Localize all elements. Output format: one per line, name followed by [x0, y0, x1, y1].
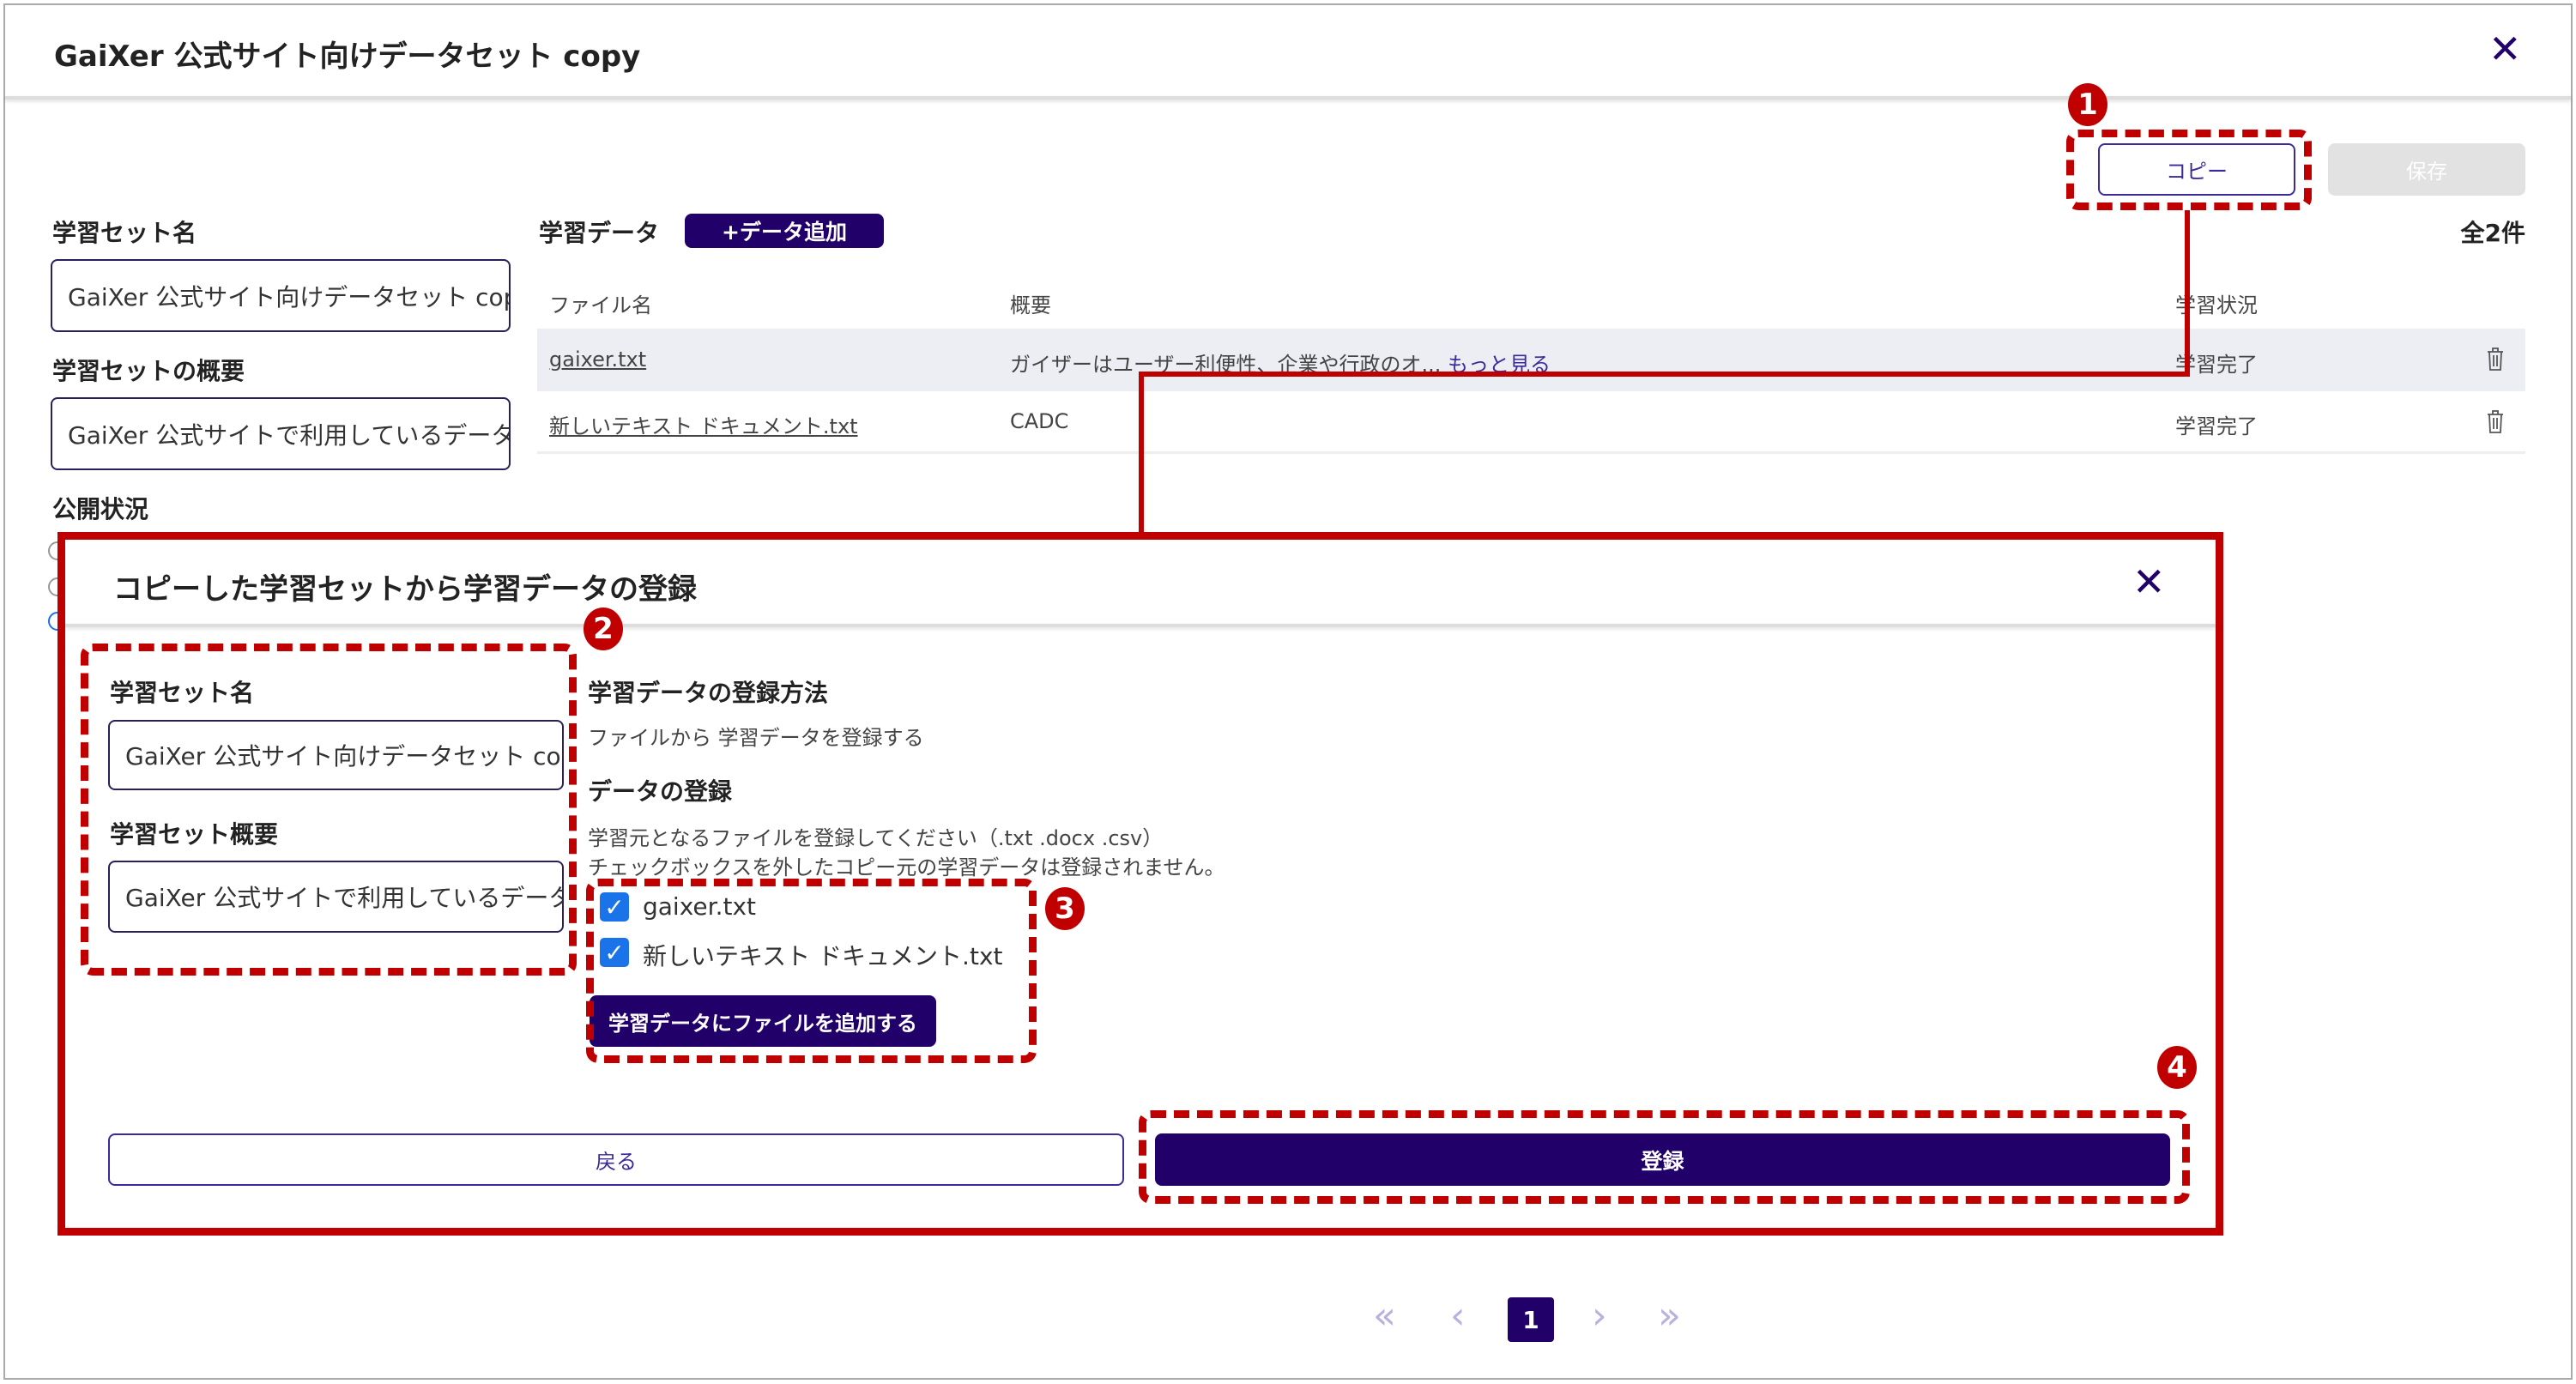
modal-header-divider: [65, 624, 2216, 627]
trash-icon[interactable]: [2486, 346, 2505, 372]
dialog-title: GaiXer 公式サイト向けデータセット copy: [54, 39, 641, 74]
annotation-badge-2: 2: [584, 607, 623, 650]
close-icon[interactable]: ✕: [2488, 26, 2522, 72]
name-input[interactable]: GaiXer 公式サイト向けデータセット copy: [51, 259, 511, 332]
annotation-box-4: [1139, 1110, 2190, 1204]
prev-page-button[interactable]: ‹: [1450, 1294, 1466, 1338]
annotation-box-2: [81, 644, 577, 976]
next-page-button[interactable]: ›: [1592, 1294, 1607, 1338]
copy-button[interactable]: コピー: [2098, 143, 2295, 196]
modal-name-input[interactable]: GaiXer 公式サイト向けデータセット copy: [108, 720, 564, 790]
register-data-label: データの登録: [588, 777, 733, 806]
name-label: 学習セット名: [52, 219, 197, 247]
annotation-box-1: [2066, 130, 2312, 210]
modal-close-icon[interactable]: ✕: [2132, 559, 2166, 605]
col-header-summary: 概要: [1010, 293, 1051, 317]
summary-input[interactable]: GaiXer 公式サイトで利用しているデータ: [51, 397, 511, 470]
add-file-button[interactable]: 学習データにファイルを追加する: [590, 995, 936, 1047]
last-page-button[interactable]: »: [1658, 1294, 1681, 1338]
connector-line: [2185, 210, 2190, 377]
first-page-button[interactable]: «: [1373, 1294, 1396, 1338]
hint-text: 学習元となるファイルを登録してください（.txt .docx .csv）: [588, 826, 1164, 850]
file-checkbox-label: gaixer.txt: [643, 892, 757, 921]
table-row: [537, 329, 2525, 391]
file-link[interactable]: 新しいテキスト ドキュメント.txt: [549, 414, 858, 438]
file-checkbox[interactable]: ✓: [600, 892, 629, 922]
modal-summary-input[interactable]: GaiXer 公式サイトで利用しているデータ: [108, 861, 564, 933]
annotation-box-3: [586, 879, 1037, 1063]
modal-name-label: 学習セット名: [110, 679, 255, 707]
annotation-badge-3: 3: [1045, 887, 1085, 930]
row-summary: CADC: [1010, 409, 1069, 433]
summary-label: 学習セットの概要: [52, 357, 245, 385]
col-header-file: ファイル名: [549, 293, 652, 317]
back-button[interactable]: 戻る: [108, 1133, 1124, 1186]
page-1-button[interactable]: 1: [1508, 1297, 1554, 1342]
modal-title: コピーした学習セットから学習データの登録: [113, 572, 697, 607]
file-checkbox[interactable]: ✓: [600, 938, 629, 967]
annotation-badge-4: 4: [2157, 1046, 2197, 1089]
row-status: 学習完了: [2175, 414, 2258, 438]
data-label: 学習データ: [539, 219, 660, 247]
modal-summary-label: 学習セット概要: [110, 820, 279, 849]
connector-line: [1139, 372, 2190, 377]
method-label: 学習データの登録方法: [588, 679, 829, 707]
status-label: 公開状況: [52, 495, 149, 523]
add-data-button[interactable]: +データ追加: [685, 214, 884, 248]
total-count: 全2件: [2460, 219, 2525, 247]
annotation-badge-1: 1: [2068, 83, 2107, 126]
file-checkbox-label: 新しいテキスト ドキュメント.txt: [643, 942, 1003, 970]
row-divider: [537, 451, 2525, 454]
hint-text: チェックボックスを外したコピー元の学習データは登録されません。: [588, 855, 1225, 879]
connector-line: [1139, 372, 1144, 536]
save-button[interactable]: 保存: [2328, 143, 2525, 196]
register-button[interactable]: 登録: [1155, 1133, 2170, 1186]
method-value: ファイルから 学習データを登録する: [588, 726, 924, 750]
trash-icon[interactable]: [2486, 408, 2505, 434]
header-divider: [5, 96, 2571, 100]
file-link[interactable]: gaixer.txt: [549, 348, 647, 372]
